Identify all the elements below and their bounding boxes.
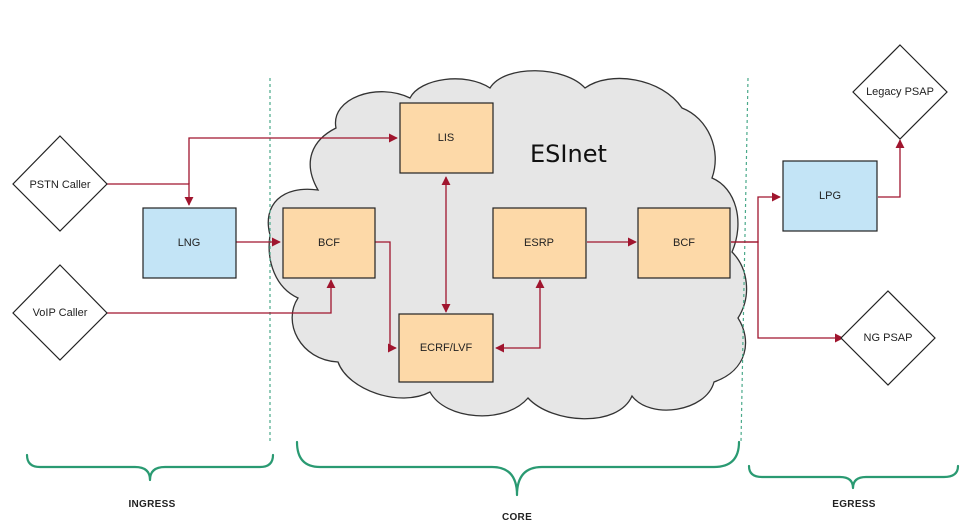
edge-pstn-to-lng <box>107 183 194 206</box>
bcf-ingress-node: BCF <box>282 207 376 279</box>
lis-label: LIS <box>438 132 455 144</box>
egress-label: EGRESS <box>832 499 876 510</box>
legacy-psap-label: Legacy PSAP <box>866 86 934 98</box>
esrp-node: ESRP <box>492 207 587 279</box>
pstn-caller-node: PSTN Caller <box>12 135 108 232</box>
ingress-brace <box>25 453 275 482</box>
edge-bcf-to-ecrf <box>375 241 397 353</box>
lpg-label: LPG <box>819 190 841 202</box>
esinet-title: ESInet <box>530 140 607 168</box>
voip-caller-label: VoIP Caller <box>33 307 88 319</box>
bcf-egress-label: BCF <box>673 237 695 249</box>
lis-node: LIS <box>399 102 494 174</box>
bcf-egress-node: BCF <box>637 207 731 279</box>
ng-psap-node: NG PSAP <box>840 290 936 386</box>
core-label: CORE <box>502 512 532 523</box>
edge-bcf-to-ngpsap <box>731 241 844 343</box>
connectors <box>107 133 905 353</box>
core-brace <box>295 440 741 497</box>
ng-psap-label: NG PSAP <box>864 332 913 344</box>
edge-pstn-to-lis <box>188 133 398 184</box>
bcf-ingress-label: BCF <box>318 237 340 249</box>
pstn-caller-label: PSTN Caller <box>29 179 90 191</box>
ecrf-lvf-node: ECRF/LVF <box>398 313 494 383</box>
core-egress-divider <box>740 77 749 443</box>
edge-ecrf-esrp <box>495 279 545 353</box>
lng-label: LNG <box>178 237 201 249</box>
egress-brace <box>747 464 960 490</box>
lpg-node: LPG <box>782 160 878 232</box>
edge-voip-to-bcf <box>107 279 336 314</box>
ecrf-lvf-label: ECRF/LVF <box>420 342 473 354</box>
legacy-psap-node: Legacy PSAP <box>852 44 948 140</box>
edge-lpg-to-legacy-psap <box>878 139 905 198</box>
ingress-label: INGRESS <box>128 499 175 510</box>
voip-caller-node: VoIP Caller <box>12 264 108 361</box>
lng-node: LNG <box>142 207 237 279</box>
esrp-label: ESRP <box>524 237 554 249</box>
